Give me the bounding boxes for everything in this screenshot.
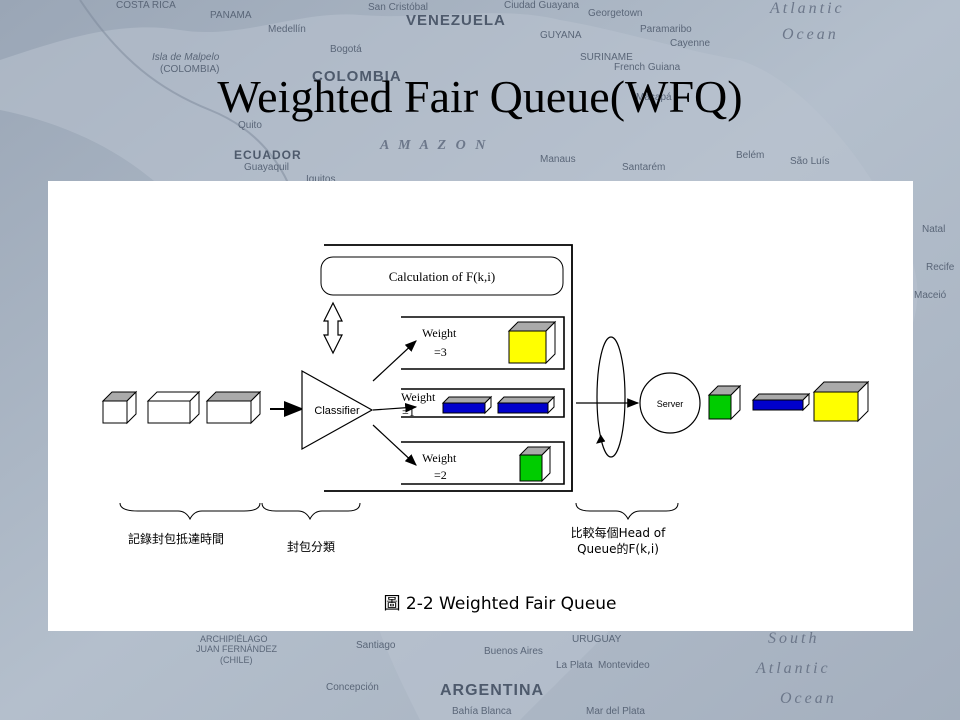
map-label: Belém	[736, 150, 765, 161]
map-label: La Plata	[556, 660, 593, 671]
incoming-packet	[205, 390, 262, 425]
queue-3-bracket	[401, 441, 565, 485]
map-label: GUYANA	[540, 30, 582, 41]
map-label: Quito	[238, 120, 262, 131]
figure-caption: 圖 2-2 Weighted Fair Queue	[383, 594, 616, 614]
queue-1-bracket	[401, 316, 565, 370]
map-label: Concepción	[326, 682, 379, 693]
map-label: São Luís	[790, 156, 830, 167]
brace-classify	[261, 502, 361, 521]
map-label: Mar del Plata	[586, 706, 645, 717]
calculation-label: Calculation of F(k,i)	[389, 269, 496, 284]
map-label: Ocean	[782, 26, 839, 43]
map-label: Manaus	[540, 154, 576, 165]
brace-compare-label-2: Queue的F(k,i)	[577, 541, 659, 556]
map-label: Guayaquil	[244, 162, 290, 173]
wfq-diagram: Classifier Calculation of F(k,i) Weight …	[101, 244, 870, 614]
map-label: French Guiana	[614, 62, 681, 73]
map-label: Maceió	[914, 290, 947, 301]
queue-3-weight-label: Weight	[422, 451, 457, 465]
output-packet	[812, 380, 870, 423]
arrow-to-queue-2	[372, 402, 418, 413]
incoming-packet	[101, 390, 138, 425]
map-label: Montevideo	[598, 660, 650, 671]
incoming-packet	[146, 390, 201, 425]
map-label: Buenos Aires	[484, 646, 543, 657]
queue-3-weight-value: =2	[434, 468, 447, 482]
queue-1-packet	[507, 320, 557, 365]
queue-3-packet	[518, 445, 552, 483]
scheduler-ellipse	[596, 336, 626, 458]
map-label: (CHILE)	[220, 655, 253, 665]
map-label: Medellín	[268, 24, 306, 35]
map-label: Georgetown	[588, 8, 643, 19]
map-label: (COLOMBIA)	[160, 64, 220, 75]
queue-1-weight-value: =3	[434, 345, 447, 359]
map-label: Ocean	[780, 690, 837, 707]
map-label: URUGUAY	[572, 634, 622, 645]
map-label: South	[768, 630, 820, 647]
map-label: Bahía Blanca	[452, 706, 512, 717]
brace-record-label: 記錄封包抵達時間	[128, 531, 224, 546]
arrow-to-queue-1	[372, 340, 417, 382]
calculation-box	[320, 256, 564, 296]
map-label: ARCHIPIÉLAGO	[200, 634, 268, 644]
map-label: Santiago	[356, 640, 396, 651]
map-label: Iquitos	[306, 174, 336, 185]
map-label: ECUADOR	[234, 148, 302, 162]
map-label: JUAN FERNÁNDEZ	[196, 644, 278, 654]
system-bracket	[324, 244, 573, 492]
classifier-label: Classifier	[314, 405, 360, 417]
map-label: PANAMA	[210, 10, 252, 21]
queue-2-packet	[496, 395, 556, 415]
queue-1-weight-label: Weight	[422, 326, 457, 340]
output-packet	[707, 384, 742, 421]
map-label: Cayenne	[670, 38, 711, 49]
arrow-to-queue-3	[372, 424, 417, 466]
slide-title: Weighted Fair Queue(WFQ)	[217, 71, 743, 122]
map-label: San Cristóbal	[368, 2, 429, 13]
map-label: Bogotá	[330, 44, 362, 55]
output-packet	[751, 392, 811, 412]
map-label: VENEZUELA	[406, 12, 506, 29]
map-label: Paramaribo	[640, 24, 692, 35]
map-label: Santarém	[622, 162, 666, 173]
map-label: COSTA RICA	[116, 0, 176, 11]
brace-classify-label: 封包分類	[287, 540, 335, 554]
server-label: Server	[657, 399, 684, 409]
scheduler-arrowhead	[596, 434, 606, 444]
map-label: COLOMBIA	[312, 68, 402, 85]
brace-compare	[575, 502, 679, 521]
map-label: Natal	[922, 224, 946, 235]
map-label: Ciudad Guayana	[504, 0, 580, 11]
brace-compare-label-1: 比較每個Head of	[571, 525, 667, 540]
map-label: Isla de Malpelo	[152, 52, 220, 63]
server-circle	[639, 372, 701, 434]
classifier-triangle	[301, 369, 374, 451]
map-label: A M A Z O N	[380, 138, 489, 153]
map-label: Recife	[926, 262, 955, 273]
brace-record	[119, 502, 261, 521]
map-label: ARGENTINA	[440, 682, 545, 699]
queue-2-weight-label: Weight	[401, 390, 436, 404]
wfq-figure: Classifier Calculation of F(k,i) Weight …	[48, 181, 913, 631]
map-label: SURINAME	[580, 52, 633, 63]
queue-2-bracket	[401, 388, 565, 418]
double-arrow	[323, 301, 343, 355]
map-label: Atlantic	[770, 0, 845, 17]
map-label: Atlantic	[756, 660, 831, 677]
map-label: Macapá	[636, 92, 672, 103]
queue-2-packet	[441, 395, 493, 415]
